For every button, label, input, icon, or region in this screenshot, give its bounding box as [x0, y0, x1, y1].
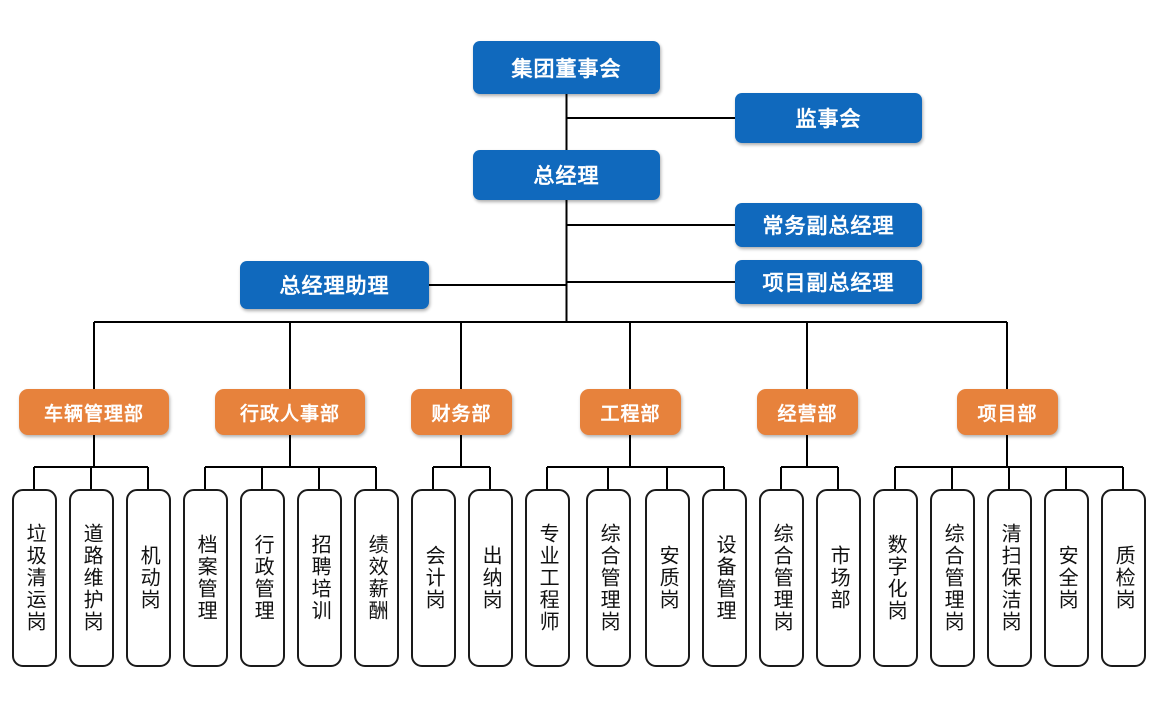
- node-position-performance-salary[interactable]: 绩效薪酬: [354, 489, 399, 667]
- node-position-comprehensive-management-operation[interactable]: 综合管理岗: [759, 489, 804, 667]
- node-position-archive-management-label: 档案管理: [194, 534, 219, 622]
- node-position-accounting[interactable]: 会计岗: [411, 489, 456, 667]
- node-position-cashier-label: 出纳岗: [479, 545, 504, 611]
- node-position-cleaning-sanitation-label: 清扫保洁岗: [998, 523, 1023, 633]
- node-position-safety[interactable]: 安全岗: [1044, 489, 1089, 667]
- node-department-operation[interactable]: 经营部: [757, 389, 858, 435]
- node-gm-assistant-label: 总经理助理: [279, 274, 390, 298]
- node-general-manager[interactable]: 总经理: [473, 150, 660, 200]
- node-position-quality-inspection[interactable]: 质检岗: [1101, 489, 1146, 667]
- node-position-safety-label: 安全岗: [1055, 545, 1080, 611]
- node-position-mobile-duty-label: 机动岗: [137, 545, 162, 611]
- node-position-mobile-duty[interactable]: 机动岗: [126, 489, 171, 667]
- node-department-project-label: 项目部: [977, 402, 1038, 425]
- node-department-engineering[interactable]: 工程部: [580, 389, 681, 435]
- node-department-vehicle[interactable]: 车辆管理部: [19, 389, 169, 435]
- node-department-project[interactable]: 项目部: [957, 389, 1058, 435]
- node-position-equipment-management-label: 设备管理: [713, 534, 738, 622]
- node-position-comprehensive-management-project-label: 综合管理岗: [941, 523, 966, 633]
- node-position-comprehensive-management-engineering[interactable]: 综合管理岗: [586, 489, 631, 667]
- node-project-vice-gm[interactable]: 项目副总经理: [735, 260, 922, 304]
- node-position-digitalization-label: 数字化岗: [884, 534, 909, 622]
- node-executive-vice-gm[interactable]: 常务副总经理: [735, 203, 922, 247]
- node-gm-assistant[interactable]: 总经理助理: [240, 261, 429, 309]
- node-position-safety-quality[interactable]: 安质岗: [645, 489, 690, 667]
- node-position-digitalization[interactable]: 数字化岗: [873, 489, 918, 667]
- node-department-admin-hr-label: 行政人事部: [239, 402, 340, 425]
- node-position-garbage-transport-label: 垃圾清运岗: [23, 523, 48, 633]
- node-position-cashier[interactable]: 出纳岗: [468, 489, 513, 667]
- node-department-finance[interactable]: 财务部: [411, 389, 512, 435]
- node-position-equipment-management[interactable]: 设备管理: [702, 489, 747, 667]
- node-position-performance-salary-label: 绩效薪酬: [365, 534, 390, 622]
- node-position-recruitment-training-label: 招聘培训: [308, 534, 333, 622]
- node-project-vice-gm-label: 项目副总经理: [762, 271, 895, 295]
- node-position-road-maintenance[interactable]: 道路维护岗: [69, 489, 114, 667]
- node-position-marketing[interactable]: 市场部: [816, 489, 861, 667]
- node-supervisory-board-label: 监事会: [795, 107, 862, 131]
- node-position-comprehensive-management-operation-label: 综合管理岗: [770, 523, 795, 633]
- node-department-vehicle-label: 车辆管理部: [43, 402, 144, 425]
- node-position-marketing-label: 市场部: [827, 545, 852, 611]
- node-position-garbage-transport[interactable]: 垃圾清运岗: [12, 489, 57, 667]
- node-department-operation-label: 经营部: [777, 402, 838, 425]
- node-position-accounting-label: 会计岗: [422, 545, 447, 611]
- node-board-label: 集团董事会: [511, 56, 622, 81]
- node-position-professional-engineer[interactable]: 专业工程师: [525, 489, 570, 667]
- node-department-finance-label: 财务部: [431, 402, 492, 425]
- node-position-archive-management[interactable]: 档案管理: [183, 489, 228, 667]
- node-position-recruitment-training[interactable]: 招聘培训: [297, 489, 342, 667]
- node-department-admin-hr[interactable]: 行政人事部: [215, 389, 365, 435]
- node-position-cleaning-sanitation[interactable]: 清扫保洁岗: [987, 489, 1032, 667]
- node-position-comprehensive-management-project[interactable]: 综合管理岗: [930, 489, 975, 667]
- node-position-safety-quality-label: 安质岗: [656, 545, 681, 611]
- node-position-administration[interactable]: 行政管理: [240, 489, 285, 667]
- node-general-manager-label: 总经理: [533, 164, 600, 188]
- node-position-professional-engineer-label: 专业工程师: [536, 523, 561, 633]
- node-department-engineering-label: 工程部: [600, 402, 661, 425]
- node-position-road-maintenance-label: 道路维护岗: [80, 523, 105, 633]
- node-position-administration-label: 行政管理: [251, 534, 276, 622]
- node-position-quality-inspection-label: 质检岗: [1112, 545, 1137, 611]
- node-executive-vice-gm-label: 常务副总经理: [762, 214, 895, 238]
- node-board[interactable]: 集团董事会: [473, 41, 660, 94]
- node-supervisory-board[interactable]: 监事会: [735, 93, 922, 143]
- node-position-comprehensive-management-engineering-label: 综合管理岗: [597, 523, 622, 633]
